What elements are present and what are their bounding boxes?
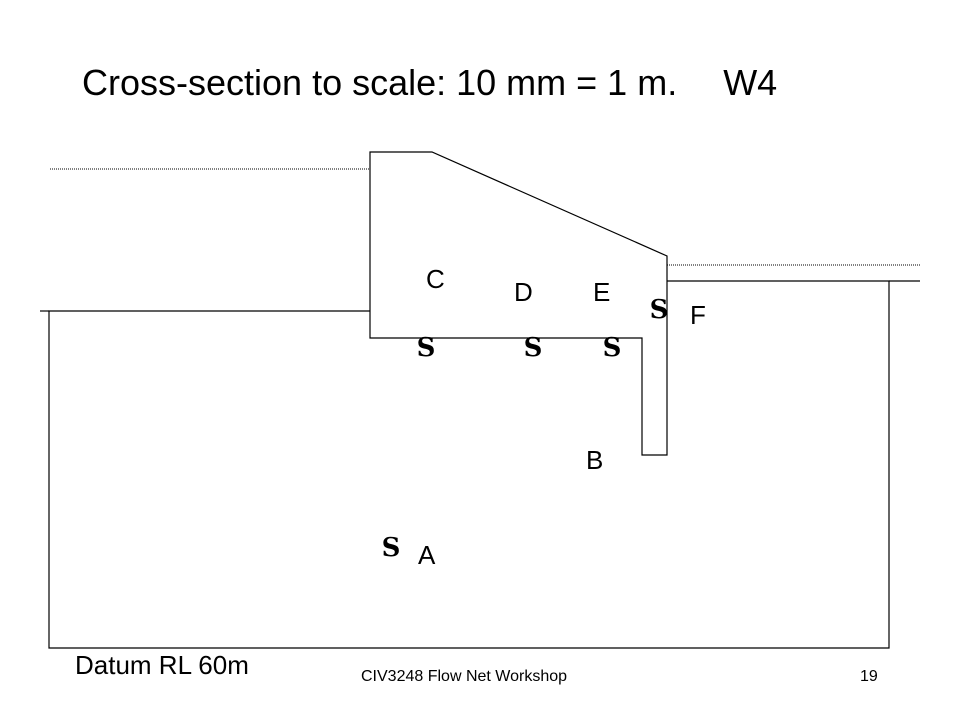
point-label-c: C — [426, 264, 445, 294]
slide-title: Cross-section to scale: 10 mm = 1 m. W4 — [82, 62, 777, 104]
point-label-d: D — [514, 277, 533, 307]
soil-boundary — [48, 280, 890, 649]
title-tag: W4 — [723, 62, 778, 103]
marker-f: S — [650, 295, 669, 325]
footer-text: CIV3248 Flow Net Workshop — [361, 668, 568, 685]
marker-e: S — [603, 333, 622, 363]
point-label-a: A — [418, 540, 436, 570]
marker-c: S — [417, 333, 436, 363]
point-label-f: F — [690, 300, 706, 330]
marker-a: S — [382, 533, 401, 563]
page-number: 19 — [860, 668, 878, 685]
title-text: Cross-section to scale: 10 mm = 1 m. — [82, 62, 678, 103]
marker-d: S — [524, 333, 543, 363]
point-label-e: E — [593, 277, 611, 307]
datum-label: Datum RL 60m — [75, 650, 249, 680]
point-label-b: B — [586, 445, 604, 475]
dam-body — [369, 151, 668, 456]
